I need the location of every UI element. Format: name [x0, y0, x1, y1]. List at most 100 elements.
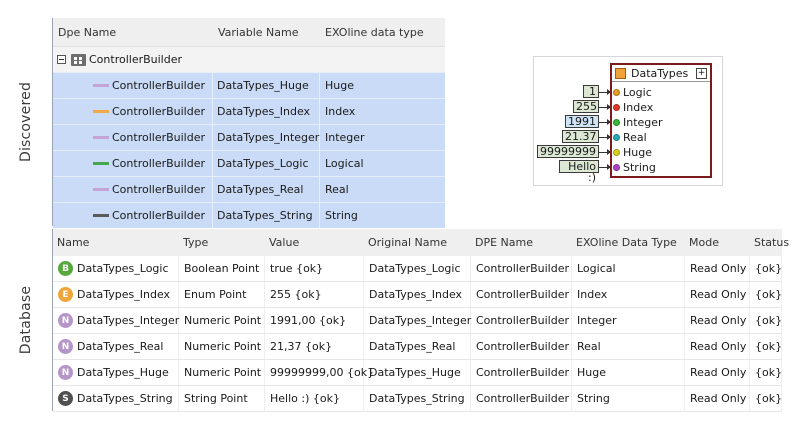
- dpe-name: ControllerBuilder: [112, 105, 206, 118]
- slot-logic[interactable]: Logic: [613, 85, 652, 100]
- mode: Read Only: [685, 256, 750, 281]
- link-arrow-icon: [607, 104, 611, 110]
- point-type-icon: E: [58, 287, 73, 302]
- dpe-cell: ControllerBuilder: [53, 99, 213, 124]
- status: {ok}: [750, 282, 782, 307]
- dpe-name: ControllerBuilder: [471, 308, 572, 333]
- dpe-name: ControllerBuilder: [112, 157, 206, 170]
- link-arrow-icon: [607, 89, 611, 95]
- point-value: 1991,00 {ok}: [265, 308, 364, 333]
- col-exoline-data-type[interactable]: EXOline Data Type: [576, 236, 677, 249]
- slot-huge[interactable]: Huge: [613, 145, 652, 160]
- point-type: String Point: [179, 386, 265, 411]
- point-value: Hello :) {ok}: [265, 386, 364, 411]
- folder-icon: [71, 53, 86, 66]
- database-divider: [52, 229, 53, 411]
- link-value-box[interactable]: Hello :): [559, 160, 599, 183]
- original-name: DataTypes_String: [364, 386, 471, 411]
- exoline-type: String: [325, 209, 358, 222]
- exoline-type: Integer: [572, 308, 685, 333]
- col-type[interactable]: Type: [183, 236, 209, 249]
- status: {ok}: [750, 308, 782, 333]
- col-status[interactable]: Status: [754, 236, 790, 249]
- dpe-name: ControllerBuilder: [112, 131, 206, 144]
- exoline-type: Integer: [325, 131, 365, 144]
- col-dpe-name[interactable]: DPE Name: [475, 236, 534, 249]
- point-line-icon: [93, 136, 109, 139]
- link-value-box[interactable]: 255: [573, 100, 599, 113]
- variable-name: DataTypes_Logic: [213, 151, 320, 176]
- original-name: DataTypes_Real: [364, 334, 471, 359]
- exoline-type: String: [572, 386, 685, 411]
- col-variable-name[interactable]: Variable Name: [218, 25, 299, 39]
- point-name: DataTypes_Integer: [77, 314, 180, 327]
- link-value-box[interactable]: 21.37: [562, 130, 599, 143]
- link-arrow-icon: [607, 134, 611, 140]
- col-mode[interactable]: Mode: [689, 236, 719, 249]
- dpe-cell: ControllerBuilder: [53, 73, 213, 98]
- slot-connector-icon: [613, 134, 620, 141]
- discovered-header: Dpe Name Variable Name EXOline data type: [53, 18, 445, 46]
- dpe-cell: ControllerBuilder: [53, 203, 213, 228]
- original-name: DataTypes_Index: [364, 282, 471, 307]
- point-name: DataTypes_Huge: [77, 366, 169, 379]
- slot-integer[interactable]: Integer: [613, 115, 663, 130]
- col-name[interactable]: Name: [57, 236, 90, 249]
- dpe-name: ControllerBuilder: [471, 334, 572, 359]
- component-title-bar[interactable]: DataTypes +: [612, 65, 710, 82]
- dpe-cell: ControllerBuilder: [53, 177, 213, 202]
- point-line-icon: [93, 84, 109, 87]
- slot-string[interactable]: String: [613, 160, 656, 175]
- col-dpe-name[interactable]: Dpe Name: [58, 25, 117, 39]
- link-arrow-icon: [607, 119, 611, 125]
- exoline-type: Huge: [325, 79, 354, 92]
- group-row-controllerbuilder[interactable]: ControllerBuilder: [53, 46, 445, 72]
- point-type-icon: B: [58, 261, 73, 276]
- slot-label: Real: [623, 131, 647, 144]
- variable-name: DataTypes_Index: [213, 99, 320, 124]
- database-header: Name Type Value Original Name DPE Name E…: [53, 229, 790, 256]
- original-name: DataTypes_Logic: [364, 256, 471, 281]
- database-side-label: Database: [0, 229, 52, 411]
- slot-connector-icon: [613, 164, 620, 171]
- exoline-type: Index: [572, 282, 685, 307]
- point-line-icon: [93, 188, 109, 191]
- dpe-name: ControllerBuilder: [112, 209, 206, 222]
- slot-index[interactable]: Index: [613, 100, 653, 115]
- dpe-name: ControllerBuilder: [471, 360, 572, 385]
- link-value-box[interactable]: 99999999: [537, 145, 599, 158]
- link-value-box[interactable]: 1: [583, 85, 599, 98]
- link-wire: [599, 92, 610, 93]
- col-exoline-data-type[interactable]: EXOline data type: [325, 25, 424, 39]
- exoline-type: Logical: [572, 256, 685, 281]
- point-value: 255 {ok}: [265, 282, 364, 307]
- expand-slots-button[interactable]: +: [696, 67, 707, 79]
- link-value-box[interactable]: 1991: [565, 115, 599, 128]
- status: {ok}: [750, 334, 782, 359]
- point-name: DataTypes_Real: [77, 340, 164, 353]
- slot-real[interactable]: Real: [613, 130, 647, 145]
- collapse-icon[interactable]: [57, 55, 66, 64]
- dpe-name: ControllerBuilder: [471, 256, 572, 281]
- mode: Read Only: [685, 308, 750, 333]
- col-original-name[interactable]: Original Name: [368, 236, 447, 249]
- col-value[interactable]: Value: [269, 236, 300, 249]
- point-type: Boolean Point: [179, 256, 265, 281]
- slot-label: Huge: [623, 146, 652, 159]
